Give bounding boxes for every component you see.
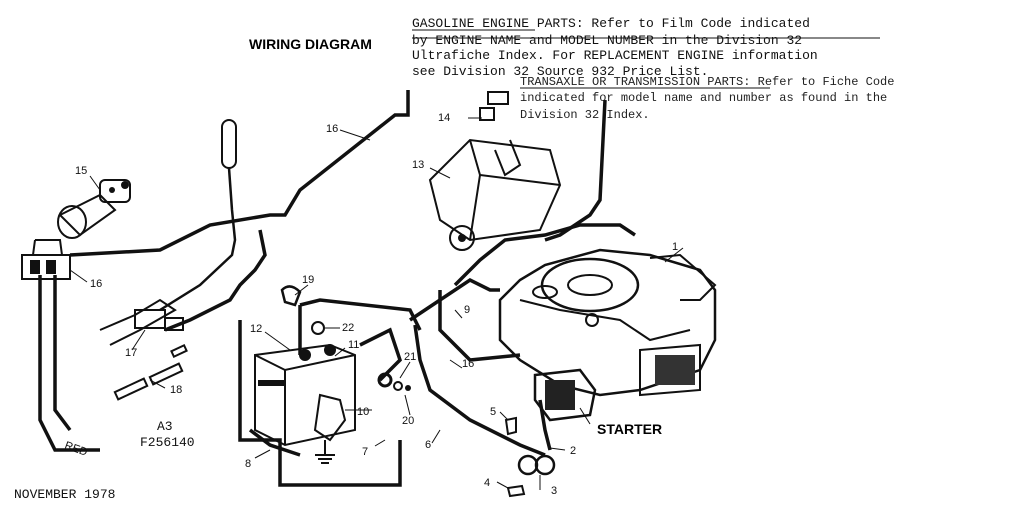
transmission-switch	[428, 138, 562, 251]
connector-plug	[21, 239, 71, 280]
wire-harness	[38, 90, 636, 487]
callout-7: 7	[362, 446, 368, 458]
battery-bolt	[311, 321, 325, 335]
wire-red	[38, 275, 100, 452]
model-label: A3	[157, 419, 173, 434]
wire-transmission	[544, 99, 607, 242]
engine-note-line-4: see Division 32 Source 932 Price List.	[412, 64, 708, 79]
part-number-label: F256140	[140, 435, 195, 450]
callout-16-connector: 16	[90, 278, 102, 290]
callout-10: 10	[357, 406, 369, 418]
wire-16-right	[438, 290, 521, 362]
terminal-connector	[479, 91, 509, 121]
starter-solenoid	[517, 454, 556, 476]
starter-motor	[533, 368, 597, 422]
transaxle-note-line-2: indicated for model name and number as f…	[520, 91, 887, 105]
callout-16-right: 16	[462, 358, 474, 370]
wire-1	[453, 223, 636, 287]
leader-lines	[69, 117, 684, 490]
callout-14: 14	[438, 112, 450, 124]
callout-16-top: 16	[326, 123, 338, 135]
washer	[377, 372, 393, 388]
terminal-boot	[280, 285, 302, 307]
callout-19: 19	[302, 274, 314, 286]
callout-6: 6	[425, 439, 431, 451]
diagram-title: WIRING DIAGRAM	[249, 36, 372, 52]
callout-22: 22	[342, 322, 354, 334]
solenoid-nut	[506, 484, 526, 498]
wire-7	[238, 320, 402, 487]
engine-note-line-2: by ENGINE NAME and MODEL NUMBER in the D…	[412, 33, 802, 48]
wire-8	[248, 428, 301, 457]
ground-strap	[313, 393, 347, 464]
callout-18: 18	[170, 384, 182, 396]
wire-11	[359, 327, 403, 382]
callout-20: 20	[402, 415, 414, 427]
engine	[498, 248, 717, 397]
callout-13: 13	[412, 159, 424, 171]
callout-11: 11	[348, 339, 359, 351]
red-wire-label: RED	[63, 440, 89, 459]
callout-3: 3	[551, 485, 557, 497]
ignition-switch	[57, 179, 131, 239]
starter-label: STARTER	[597, 421, 662, 437]
wire-16-top	[69, 90, 410, 257]
nut	[405, 385, 411, 391]
callout-21: 21	[404, 351, 416, 363]
wire-16-left	[164, 229, 267, 332]
solenoid-screw	[504, 416, 517, 436]
battery	[254, 343, 356, 447]
wire-22	[298, 298, 422, 355]
throttle-lever	[99, 119, 237, 346]
lock-washer	[393, 381, 403, 391]
callout-1: 1	[672, 241, 678, 253]
callout-4: 4	[484, 477, 490, 489]
callout-8: 8	[245, 458, 251, 470]
wire-6	[413, 324, 546, 457]
callout-2: 2	[570, 445, 576, 457]
callout-9: 9	[464, 304, 470, 316]
callout-15: 15	[75, 165, 87, 177]
date-label: NOVEMBER 1978	[14, 487, 115, 502]
wire-9	[409, 277, 500, 322]
wire-red-2	[53, 275, 72, 432]
callout-5: 5	[490, 406, 496, 418]
callout-12: 12	[250, 323, 262, 335]
safety-switch	[134, 309, 184, 331]
engine-note-line-1: GASOLINE ENGINE PARTS: Refer to Film Cod…	[412, 16, 810, 31]
engine-note-line-3: Ultrafiche Index. For REPLACEMENT ENGINE…	[412, 48, 818, 63]
transaxle-note-line-1: TRANSAXLE OR TRANSMISSION PARTS: Refer t…	[520, 75, 894, 89]
callout-17: 17	[125, 347, 137, 359]
transaxle-note-line-3: Division 32 Index.	[520, 108, 650, 122]
